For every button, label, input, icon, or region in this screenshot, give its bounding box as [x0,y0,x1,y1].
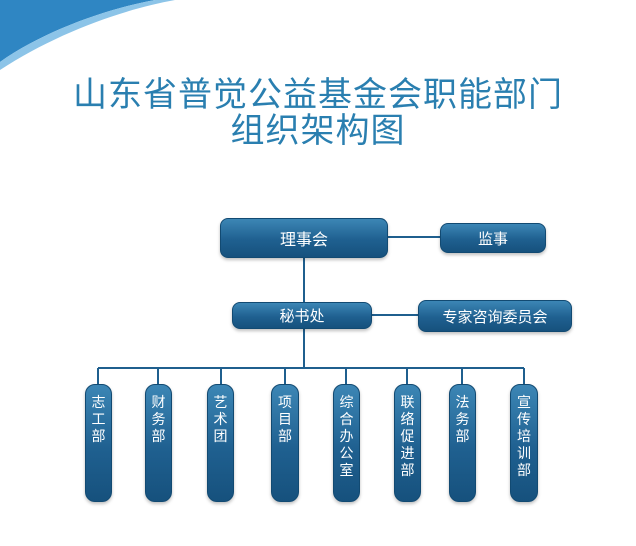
council-box: 理事会 [220,218,388,258]
council-label: 理事会 [279,230,328,249]
department-box: 联络促进部 [394,384,421,502]
department-label: 志工部 [91,395,106,445]
secretariat-label: 秘书处 [279,307,325,325]
department-box: 宣传培训部 [510,384,538,502]
advisory-committee-box: 专家咨询委员会 [418,300,572,332]
chart-title-line2: 组织架构图 [230,111,406,151]
department-box: 志工部 [85,384,112,502]
supervisor-label: 监事 [477,229,508,248]
department-box: 财务部 [145,384,172,502]
department-box: 综合办公室 [333,384,360,502]
department-label: 联络促进部 [400,395,415,479]
department-label: 艺术团 [213,395,228,445]
secretariat-box: 秘书处 [232,302,372,329]
department-label: 综合办公室 [339,395,354,479]
department-label: 财务部 [151,395,166,445]
department-box: 艺术团 [207,384,234,502]
corner-decoration [0,0,175,70]
chart-title-line1: 山东省普觉公益基金会职能部门 [73,75,563,115]
department-box: 项目部 [271,384,299,502]
department-label: 宣传培训部 [517,395,531,479]
department-label: 法务部 [455,395,470,445]
department-box: 法务部 [449,384,476,502]
department-label: 项目部 [278,395,292,445]
advisory-committee-label: 专家咨询委员会 [442,307,548,326]
supervisor-box: 监事 [440,223,546,253]
